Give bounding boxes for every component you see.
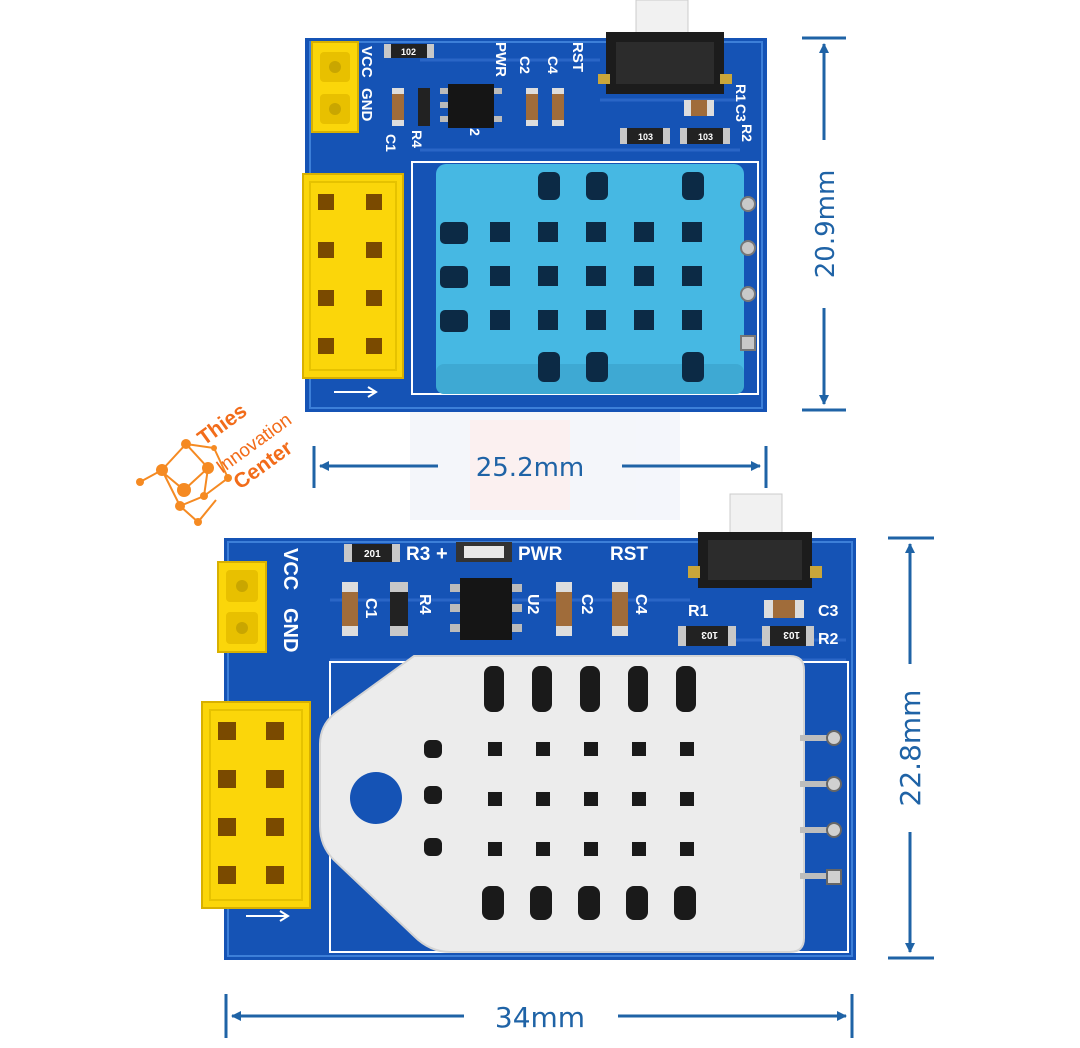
svg-text:103: 103 (701, 629, 718, 640)
top-resistors-103: 103 103 (620, 100, 730, 144)
bottom-label-c3: C3 (818, 603, 839, 620)
bottom-label-gnd: GND (279, 608, 301, 652)
top-label-c3: C3 (733, 104, 749, 122)
bottom-power-header (217, 561, 267, 653)
bottom-esp-header (201, 701, 311, 922)
top-label-c4: C4 (545, 56, 561, 74)
top-label-r2: R2 (739, 124, 755, 142)
bottom-resistor-201: 201 (344, 544, 400, 562)
svg-text:103: 103 (638, 132, 653, 142)
svg-text:103: 103 (783, 629, 800, 640)
bottom-resistors-103: 103 103 (678, 600, 814, 646)
top-reset-switch (598, 0, 732, 94)
bottom-label-pwr: PWR (518, 544, 563, 565)
top-height-dimension: 20.9mm (802, 36, 846, 412)
top-board: VCC GND PWR RST C1 R4 U2 C2 C4 C3 R1 R2 … (302, 0, 767, 412)
bottom-width-label: 34mm (495, 1001, 585, 1034)
top-esp-header (302, 173, 404, 398)
thies-innovation-center-logo: Thies Innovation Center (136, 399, 297, 526)
bottom-reset-switch (688, 493, 822, 588)
bottom-label-c1: C1 (362, 598, 379, 619)
svg-text:103: 103 (698, 132, 713, 142)
top-width-label: 25.2mm (476, 453, 585, 483)
top-resistor-102: 102 (384, 44, 434, 58)
svg-text:102: 102 (401, 47, 416, 57)
top-label-c1: C1 (383, 134, 399, 152)
top-label-r1: R1 (733, 84, 749, 102)
top-label-vcc: VCC (358, 46, 375, 78)
svg-text:201: 201 (364, 549, 381, 560)
bottom-width-dimension: 34mm (224, 994, 854, 1038)
bottom-capacitors (342, 582, 628, 636)
top-height-label: 20.9mm (811, 170, 841, 279)
top-blue-sensor (411, 161, 759, 395)
bottom-label-c4: C4 (632, 594, 649, 615)
top-width-dimension: 25.2mm (312, 446, 768, 488)
top-regulator-chip (440, 84, 502, 128)
bottom-regulator-chip (450, 578, 522, 640)
bottom-height-dimension: 22.8mm (888, 536, 934, 960)
bottom-label-c2: C2 (578, 594, 595, 615)
bottom-label-u2: U2 (524, 594, 541, 615)
bottom-label-r3: R3 (406, 544, 430, 565)
bottom-pwr-led (456, 542, 512, 562)
top-label-rst: RST (569, 42, 586, 72)
top-label-gnd: GND (358, 88, 375, 122)
top-label-c2: C2 (517, 56, 533, 74)
bottom-white-sensor (319, 655, 849, 953)
top-capacitor (392, 88, 564, 126)
bottom-label-r1: R1 (688, 603, 709, 620)
sensor-mount-hole (350, 772, 402, 824)
bottom-label-r4: R4 (416, 594, 433, 615)
bottom-label-plus: + (436, 543, 448, 565)
top-power-header (311, 41, 359, 133)
bottom-label-vcc: VCC (279, 548, 301, 590)
bottom-board: VCC GND R3 + PWR RST C1 R4 U2 C2 C4 R1 C… (201, 493, 856, 960)
bottom-label-r2: R2 (818, 631, 839, 648)
top-label-pwr: PWR (492, 42, 509, 77)
bottom-height-label: 22.8mm (894, 690, 927, 807)
top-label-r4: R4 (409, 130, 425, 148)
bottom-label-rst: RST (610, 544, 648, 565)
